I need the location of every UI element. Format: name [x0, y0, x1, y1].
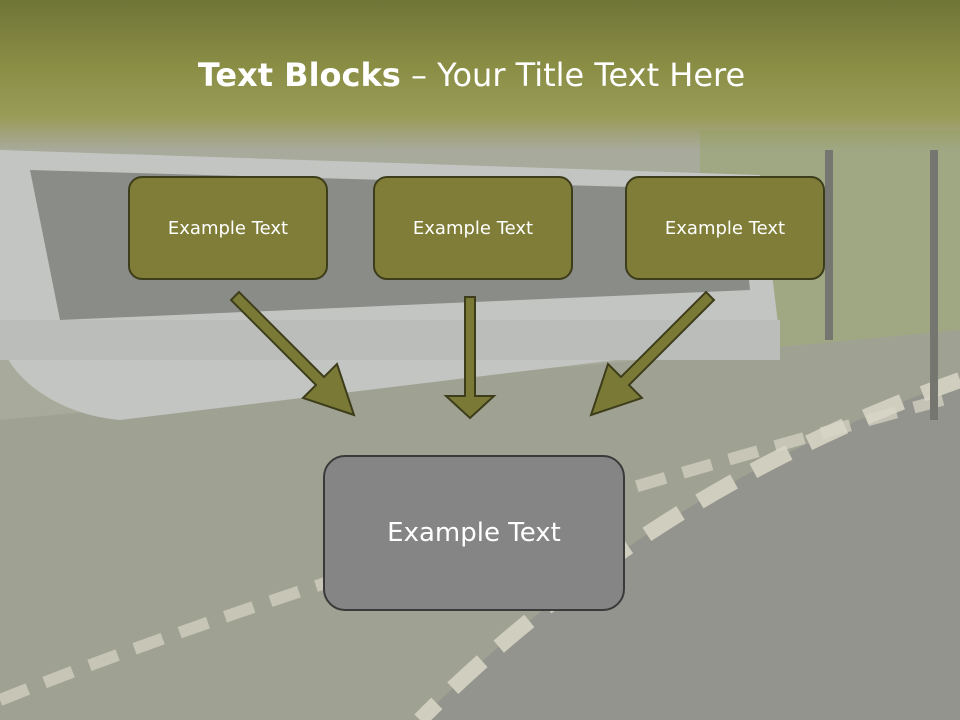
text-block-left-label: Example Text — [167, 217, 289, 239]
arrow-left-diagonal — [229, 290, 356, 417]
text-block-right[interactable]: Example Text — [625, 176, 825, 280]
arrow-right-diagonal — [589, 290, 716, 417]
text-block-bottom[interactable]: Example Text — [323, 455, 625, 611]
text-block-bottom-label: Example Text — [387, 518, 561, 548]
title-rest-part: Your Title Text Here — [437, 56, 746, 94]
slide-title: Text Blocks – Your Title Text Here — [0, 52, 943, 98]
text-block-center-label: Example Text — [412, 217, 534, 239]
text-block-right-label: Example Text — [664, 217, 786, 239]
text-block-center[interactable]: Example Text — [373, 176, 573, 280]
title-separator: – — [400, 56, 438, 94]
title-bold-part: Text Blocks — [197, 56, 401, 94]
arrow-center-down — [443, 296, 497, 420]
text-block-left[interactable]: Example Text — [128, 176, 328, 280]
title-band — [0, 0, 960, 150]
